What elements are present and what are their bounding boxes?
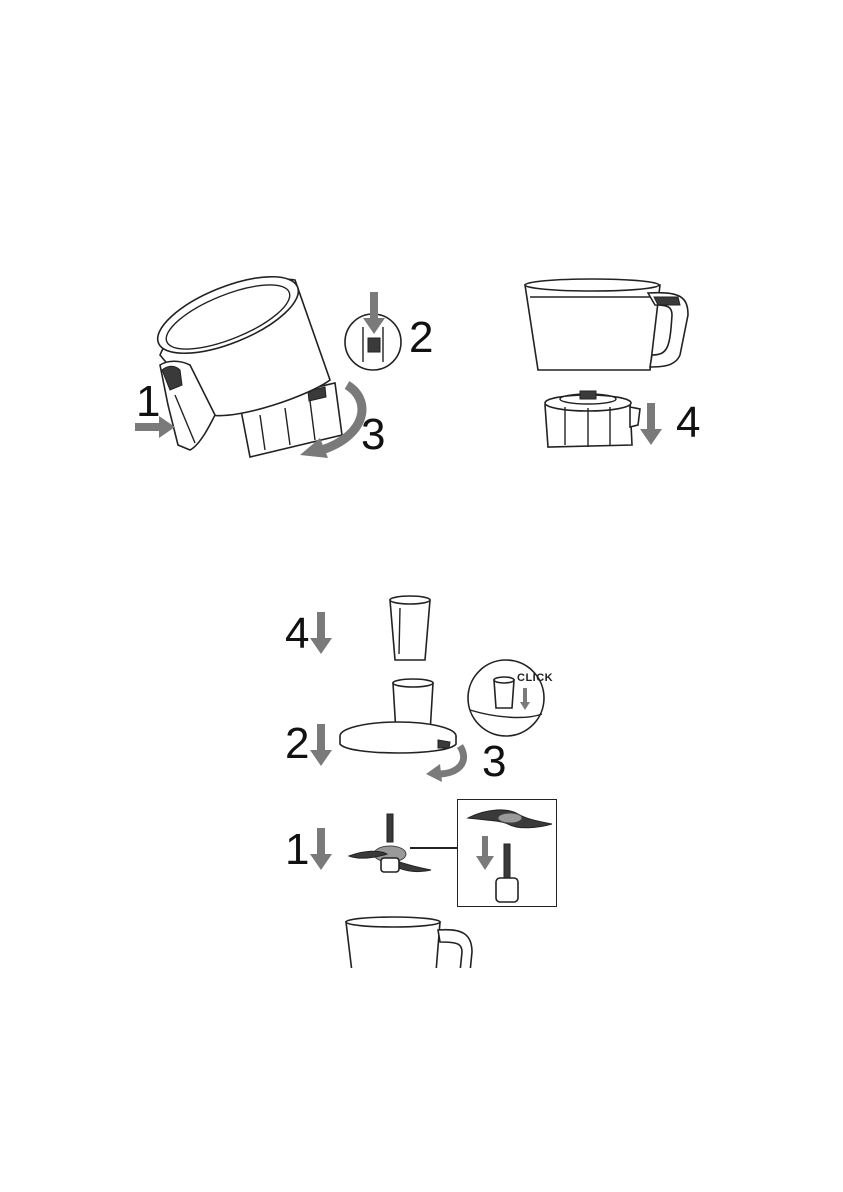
step-number: 2 <box>409 316 433 360</box>
down-arrow-icon <box>310 612 332 654</box>
step-number: 1 <box>136 380 160 424</box>
step-number: 4 <box>676 401 700 445</box>
figure-bowl-separated <box>520 275 700 455</box>
bowl-tilted-drawing <box>120 265 440 485</box>
step-number: 4 <box>285 612 309 656</box>
click-detail-inset <box>466 658 546 738</box>
down-arrow-icon <box>640 403 662 445</box>
step-number: 1 <box>285 828 309 872</box>
curved-arrow-icon <box>424 742 468 782</box>
bowl-and-base-drawing <box>520 275 700 455</box>
figure-bowl-unlock <box>120 265 440 485</box>
down-arrow-icon <box>310 828 332 870</box>
down-arrow-icon <box>363 292 385 334</box>
step-number: 3 <box>361 413 385 457</box>
small-down-arrow-icon <box>520 688 530 710</box>
blade-detail-inset <box>457 799 557 907</box>
down-arrow-icon <box>310 724 332 766</box>
click-label: CLICK <box>517 672 553 684</box>
curved-arrow-icon <box>292 380 372 460</box>
step-number: 2 <box>285 722 309 766</box>
step-number: 3 <box>482 740 506 784</box>
bowl-partial-drawing <box>340 912 480 968</box>
connector-line <box>410 847 458 849</box>
food-pusher-drawing <box>385 594 435 664</box>
